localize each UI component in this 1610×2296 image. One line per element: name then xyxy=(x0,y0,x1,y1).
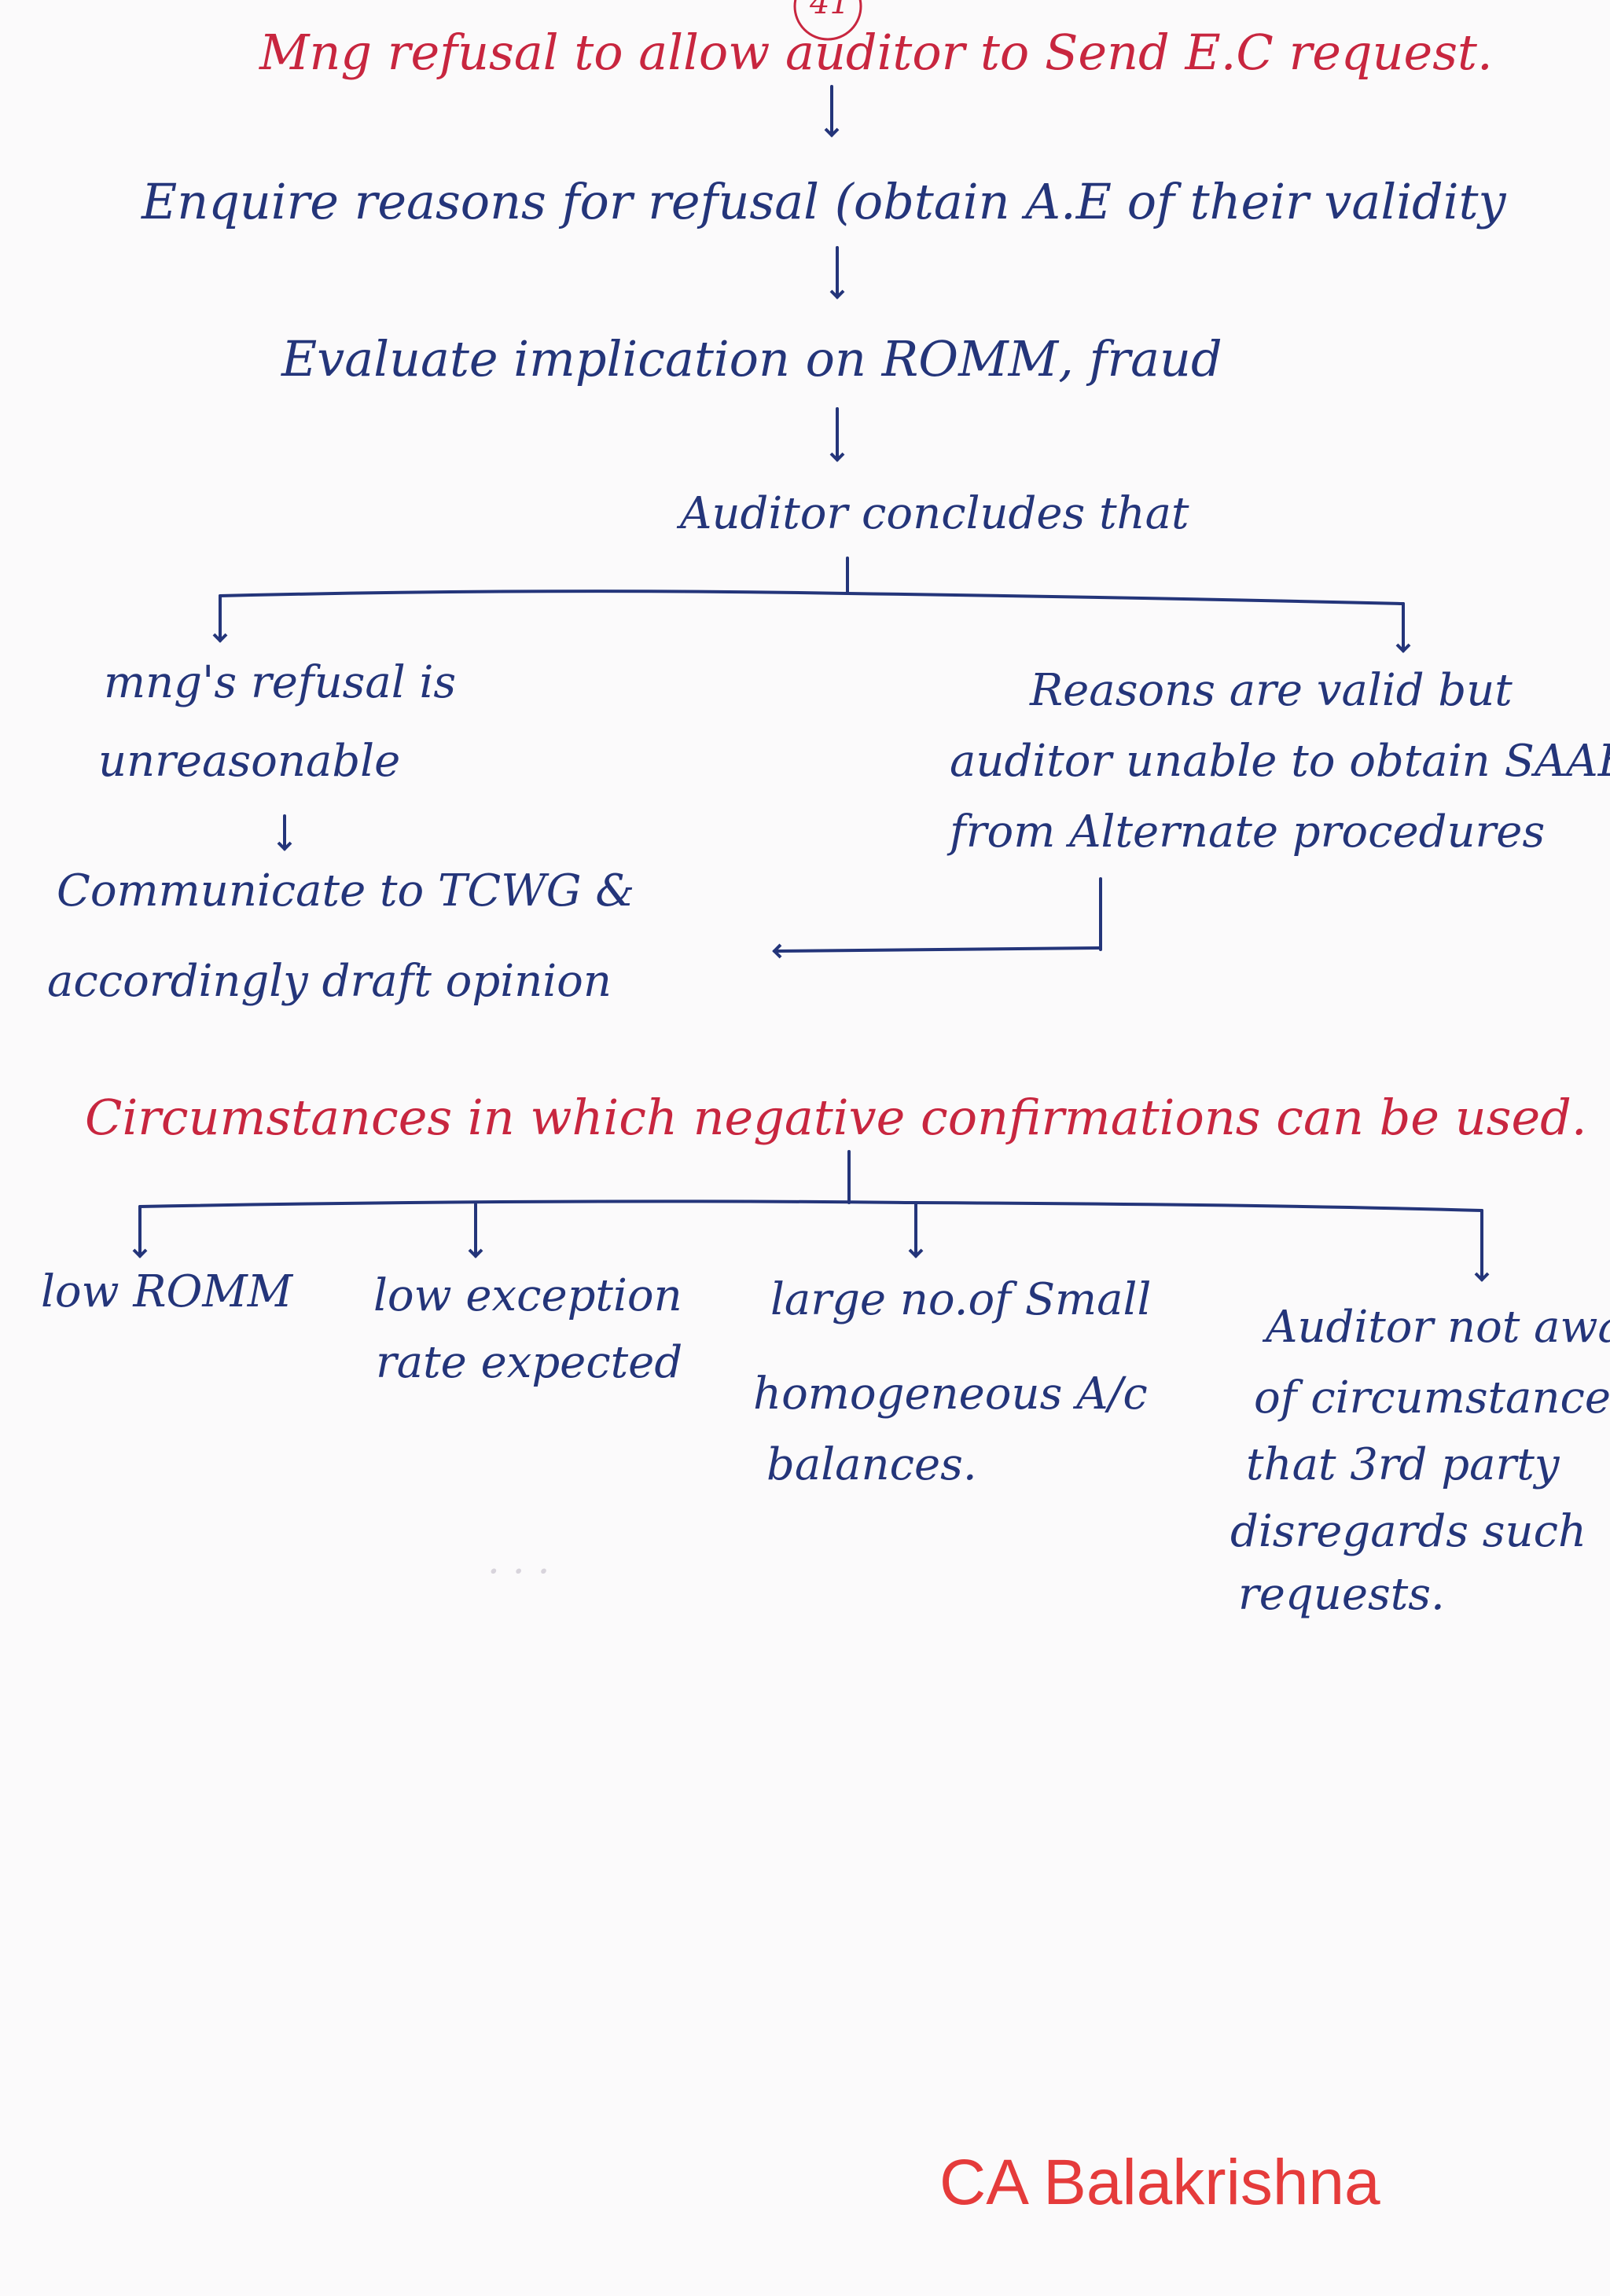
step-conclude: Auditor concludes that xyxy=(680,488,1189,539)
step-enquire: Enquire reasons for refusal (obtain A.E … xyxy=(142,173,1506,230)
branch-right-line1: Reasons are valid but xyxy=(1030,665,1513,716)
branch-bar xyxy=(219,590,1405,605)
page-marker: 41 xyxy=(810,0,850,21)
step-evaluate: Evaluate implication on ROMM, fraud xyxy=(281,330,1222,388)
branch-left-line1: mng's refusal is xyxy=(104,657,457,708)
circumstance-4-line3: that 3rd party xyxy=(1246,1439,1560,1490)
circumstance-3-line2: homogeneous A/c xyxy=(753,1368,1148,1420)
circumstance-2-line2: rate expected xyxy=(376,1337,683,1388)
branch-left-line2: unreasonable xyxy=(98,736,401,787)
title-line: Mng refusal to allow auditor to Send E.C… xyxy=(259,24,1493,81)
circumstances-bar xyxy=(138,1199,1483,1212)
circumstance-1-line1: low ROMM xyxy=(41,1266,293,1317)
watermark: CA Balakrishna xyxy=(939,2147,1380,2218)
branch-right-line3: from Alternate procedures xyxy=(950,806,1546,858)
branch-right-line2: auditor unable to obtain SAAE xyxy=(950,736,1610,787)
circumstance-4-line5: requests. xyxy=(1238,1569,1445,1620)
circumstance-4-line2: of circumstance xyxy=(1254,1372,1610,1424)
circumstance-4-line1: Auditor not aware xyxy=(1266,1302,1610,1353)
circumstance-3-line3: balances. xyxy=(766,1439,977,1490)
communicate-line2: accordingly draft opinion xyxy=(47,956,612,1007)
bleed-through-text: · · · xyxy=(487,1548,550,1594)
page-marker-circle xyxy=(793,0,862,41)
circumstance-2-line1: low exception xyxy=(373,1270,682,1321)
circumstance-3-line1: large no.of Small xyxy=(770,1274,1152,1325)
arrow-right-to-communicate xyxy=(772,943,1102,959)
circumstance-4-line4: disregards such xyxy=(1230,1506,1587,1557)
communicate-line1: Communicate to TCWG & xyxy=(57,865,635,917)
section2-title: Circumstances in which negative confirma… xyxy=(85,1089,1587,1146)
